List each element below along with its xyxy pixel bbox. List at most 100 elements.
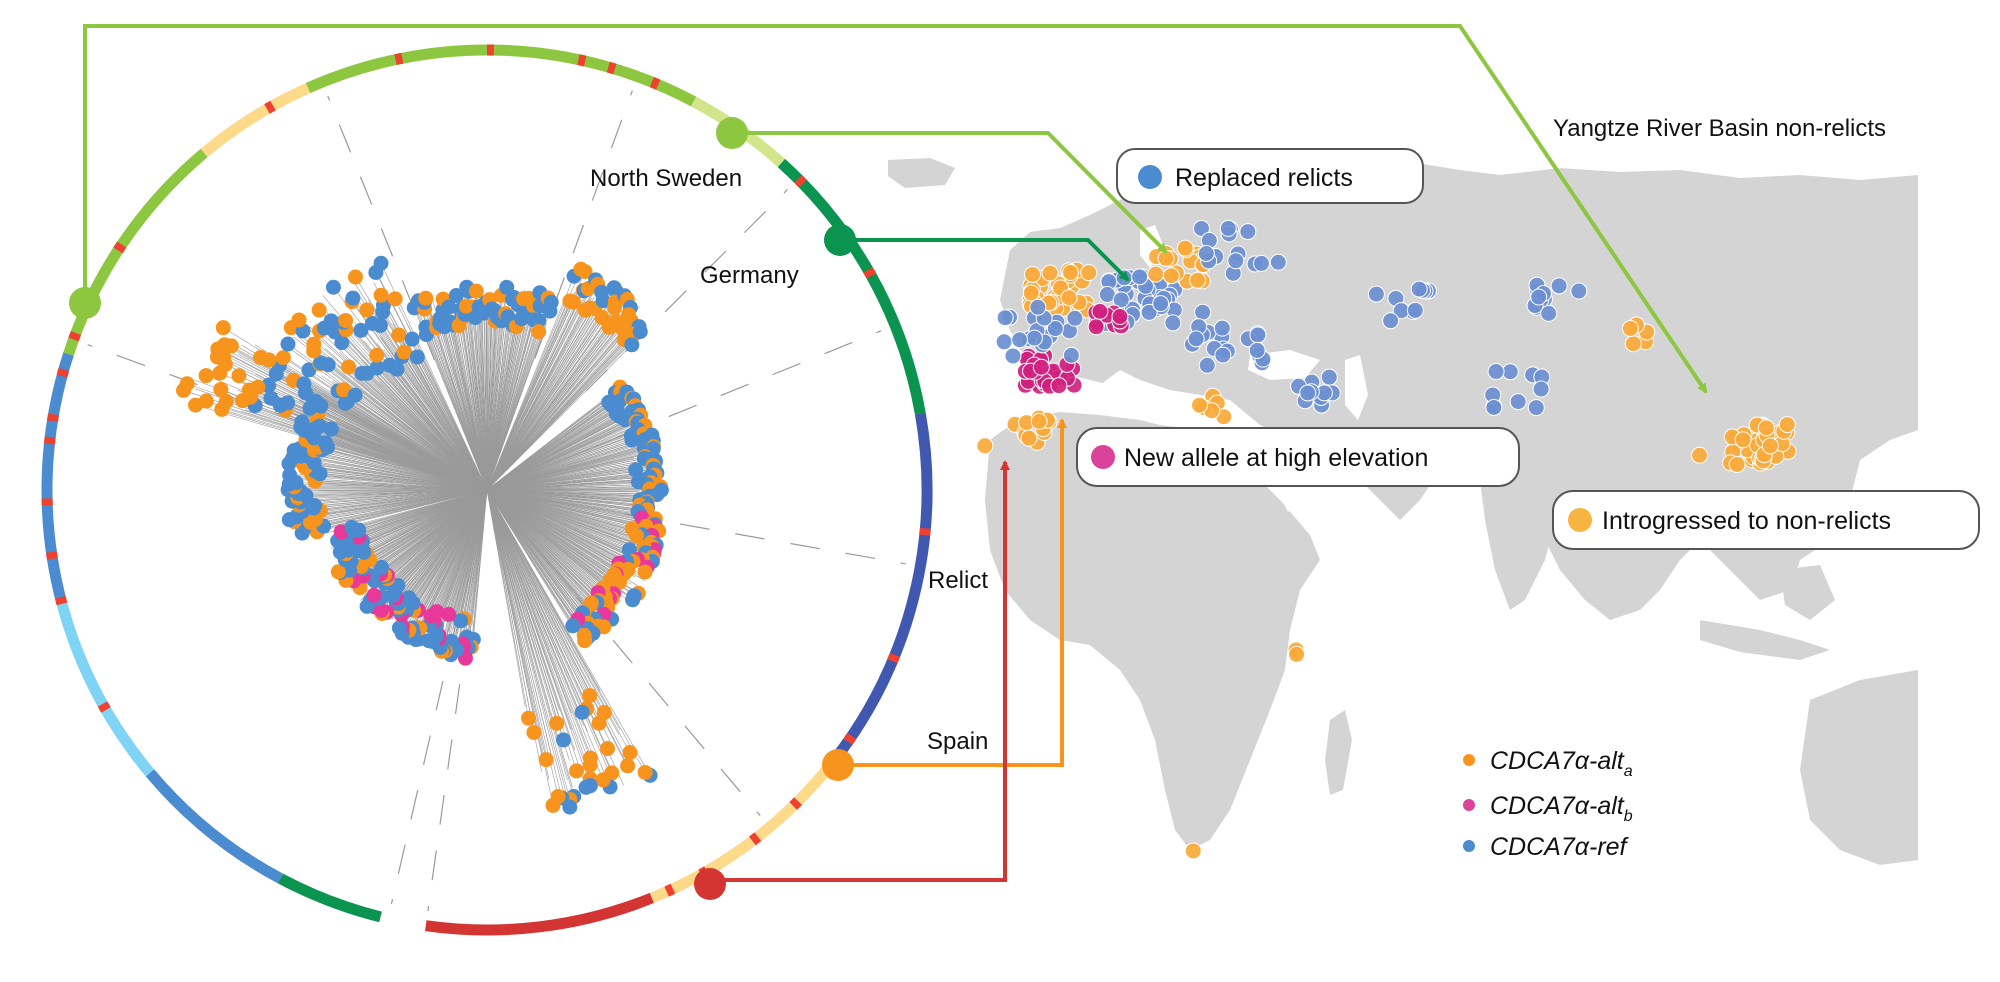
tree-tip — [624, 337, 640, 353]
land-india — [1480, 470, 1560, 610]
tree-branch — [486, 435, 650, 491]
map-sample-point — [1570, 282, 1588, 300]
tree-tip — [294, 414, 310, 430]
tree-branch — [486, 287, 615, 491]
tree-branch — [486, 434, 643, 491]
tree-tip — [369, 360, 385, 376]
tree-branch — [486, 318, 620, 491]
tree-branch — [299, 464, 488, 491]
tree-branch — [245, 409, 488, 491]
sea-caspian — [1345, 355, 1368, 420]
tree-tip — [620, 758, 636, 774]
tree-branch — [486, 489, 592, 636]
ring-segment — [63, 148, 208, 356]
tree-branch — [486, 429, 650, 491]
tree-branch — [486, 476, 650, 491]
tree-tip — [311, 302, 327, 318]
tree-tip — [453, 613, 469, 629]
ring-segment — [749, 832, 762, 846]
tree-branch — [486, 489, 552, 756]
tree-branch — [486, 489, 571, 800]
tree-tip — [369, 347, 385, 363]
map-sample-point — [1269, 253, 1287, 271]
tree-branch — [305, 442, 488, 491]
tree-tip — [565, 618, 581, 634]
tree-branch — [486, 489, 604, 780]
clade-divider — [576, 596, 761, 816]
ring-segment — [777, 158, 926, 415]
map-sample-point — [1691, 446, 1709, 464]
clade-dividers — [87, 90, 906, 911]
tree-tip — [637, 564, 653, 580]
map-sample-point — [1406, 301, 1424, 319]
map-sample-point — [1162, 267, 1180, 285]
tree-tip — [418, 290, 434, 306]
tree-branch — [486, 489, 571, 808]
map-sample-point — [1527, 399, 1545, 417]
ring-segment — [789, 797, 803, 810]
tree-tip — [577, 264, 593, 280]
clade-divider — [624, 513, 906, 565]
tree-tip — [347, 269, 363, 285]
tree-branch — [486, 458, 645, 491]
tree-branch — [292, 477, 488, 491]
tree-tip — [312, 418, 328, 434]
legend-label: CDCA7α-altb — [1490, 792, 1633, 825]
map-sample-point — [1112, 291, 1130, 309]
map-sample-point — [1532, 380, 1550, 398]
map-sample-point — [1530, 288, 1548, 306]
tree-tip — [582, 757, 598, 773]
map-sample-point — [1087, 318, 1105, 336]
ring-segment — [264, 100, 276, 114]
legend-item-alt-b: CDCA7α-altb — [1463, 792, 1633, 825]
tree-tip — [218, 393, 234, 409]
tree-tip — [521, 710, 537, 726]
tree-tip — [441, 606, 457, 622]
arrow-light-green-sweden — [732, 131, 1168, 254]
tree-tip — [373, 287, 389, 303]
tree-branch — [486, 489, 647, 509]
ring-segment — [794, 174, 807, 188]
tree-tip — [280, 395, 296, 411]
map-sample-point — [1041, 264, 1059, 282]
map-sample-point — [1299, 384, 1317, 402]
map-sample-point — [1066, 309, 1084, 327]
tree-tip — [372, 318, 388, 334]
ring-segment — [843, 732, 857, 745]
tree-tip — [275, 350, 291, 366]
tree-branch — [481, 296, 488, 491]
tree-branch — [486, 314, 607, 491]
arrow-light-green-yangtze — [83, 24, 1708, 394]
map-sample-point — [1778, 416, 1796, 434]
arrow-red-relict — [712, 460, 1010, 882]
label-spain: Spain — [927, 728, 988, 755]
map-sample-point — [1025, 329, 1043, 347]
map-sample-point — [1249, 326, 1267, 344]
orange-dot-icon — [1568, 508, 1592, 532]
map-sample-point — [1176, 239, 1194, 257]
clade-divider — [534, 90, 633, 359]
ring-segment — [277, 873, 382, 923]
tree-branch — [486, 300, 612, 491]
tree-branch — [486, 489, 584, 636]
tree-branch — [486, 332, 642, 491]
ring-segment — [200, 83, 311, 158]
tree-branch — [486, 489, 559, 716]
map-sample-point — [1060, 289, 1078, 307]
tree-tip — [391, 327, 407, 343]
tree-tip — [545, 797, 561, 813]
tree-tip — [555, 732, 571, 748]
ring-segment — [145, 769, 284, 884]
map-sample-point — [1219, 219, 1237, 237]
tree-branch — [486, 299, 625, 491]
tree-tip — [409, 349, 425, 365]
map-sample-point — [1131, 268, 1149, 286]
map-sample-point — [1728, 455, 1746, 473]
tree-branch — [486, 489, 621, 730]
label-north-sweden: North Sweden — [590, 165, 742, 192]
tree-branch — [316, 489, 488, 524]
land-madagascar — [1325, 710, 1352, 795]
map-sample-point — [1213, 319, 1231, 337]
tree-branch — [486, 489, 584, 727]
map-sample-point — [1152, 295, 1170, 313]
